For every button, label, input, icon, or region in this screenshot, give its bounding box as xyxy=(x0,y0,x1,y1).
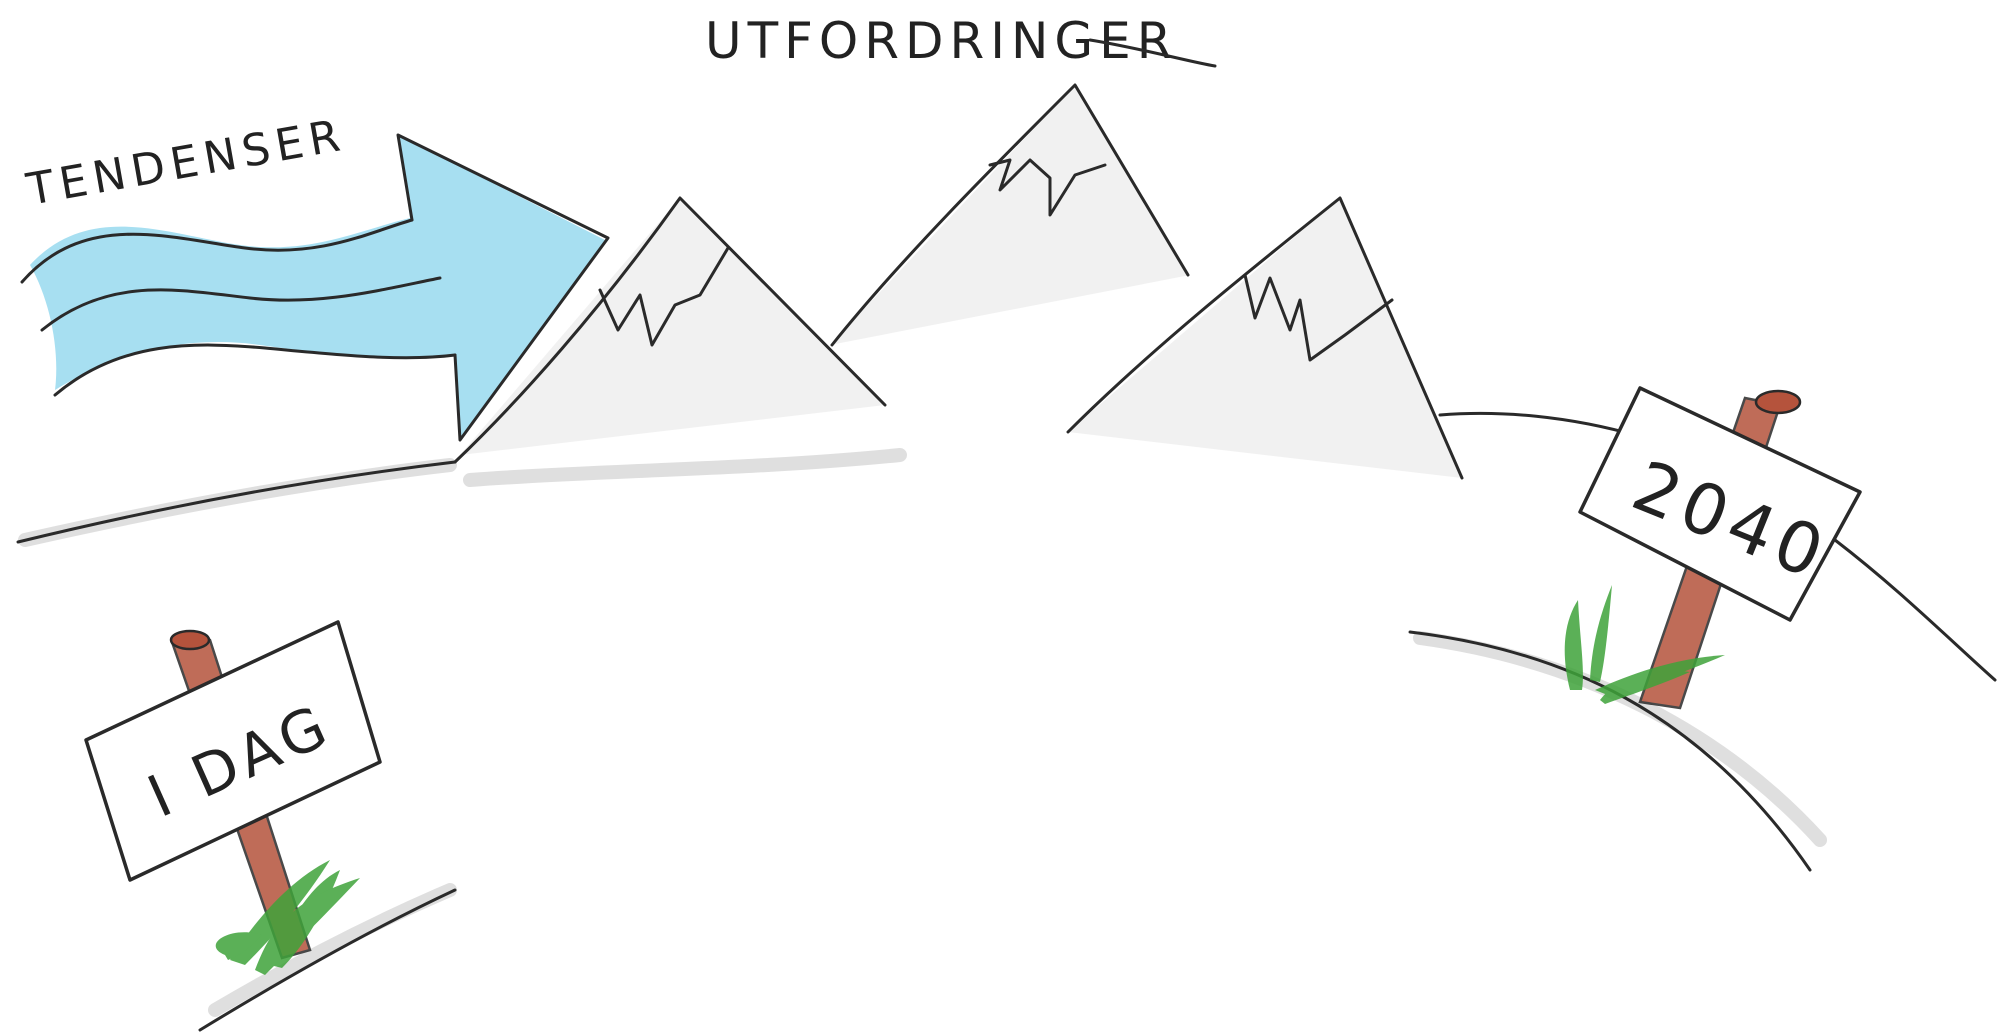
horizon-line xyxy=(16,458,457,547)
wavy-arrow-icon xyxy=(30,135,605,440)
grass-tuft-icon xyxy=(215,860,360,975)
grass-tuft-icon xyxy=(1564,585,1725,704)
mountain-2 xyxy=(830,83,1190,347)
today-sign-board xyxy=(84,620,382,882)
challenges-underline xyxy=(1088,38,1217,68)
mountain-range xyxy=(453,83,1464,487)
today-hill xyxy=(198,883,457,1032)
future-sign-board xyxy=(1578,386,1862,622)
mountain-3 xyxy=(1066,196,1464,480)
future-signpost: 2040 xyxy=(1564,386,1862,710)
trends-label: TENDENSER xyxy=(22,110,349,216)
challenges-label: UTFORDRINGER xyxy=(705,12,1177,70)
mountain-1 xyxy=(453,196,887,464)
trends-arrow xyxy=(20,133,610,442)
today-signpost: I DAG xyxy=(84,620,382,975)
